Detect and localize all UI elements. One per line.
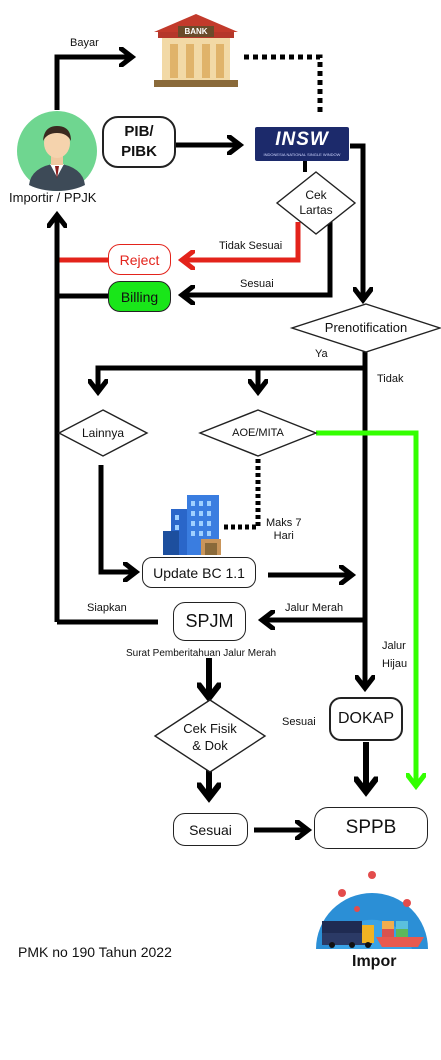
- cek-fisik-text: Cek Fisik & Dok: [183, 721, 237, 753]
- billing-text: Billing: [120, 288, 159, 305]
- jalur-hijau-label: Jalur Hijau: [382, 640, 408, 670]
- sppb-text: SPPB: [345, 817, 397, 838]
- maks-label: Maks 7 Hari: [266, 517, 302, 542]
- bank-insw-dotted: [244, 54, 323, 112]
- tidak-label: Tidak: [377, 373, 404, 385]
- billing-box: Billing: [108, 281, 171, 312]
- ya-branch: [98, 351, 368, 392]
- ya-label: Ya: [315, 348, 328, 360]
- update-bc-text: Update BC 1.1: [153, 564, 245, 581]
- cek-lartas-diamond: [275, 171, 357, 235]
- dokap-box: DOKAP: [329, 697, 403, 741]
- reject-box: Reject: [108, 244, 171, 275]
- aoe-mita-diamond: [198, 409, 318, 457]
- impor-illustration: [316, 871, 428, 949]
- lainnya-text: Lainnya: [81, 426, 125, 440]
- insw-logo-text: INSW: [275, 129, 329, 150]
- cek-fisik-diamond: [153, 699, 267, 773]
- sesuai-text: Sesuai: [189, 821, 232, 838]
- prenotification-text: Prenotification: [324, 320, 408, 335]
- impor-label: Impor: [352, 953, 397, 970]
- arrow-update-bc: [98, 465, 136, 572]
- cek-lartas-text: Cek Lartas: [299, 188, 333, 217]
- update-bc-box: Update BC 1.1: [142, 557, 256, 588]
- sppb-box: SPPB: [314, 807, 428, 849]
- aoe-mita-text: AOE/MITA: [232, 427, 284, 439]
- reject-text: Reject: [119, 251, 160, 268]
- importir-label: Importir / PPJK: [9, 190, 97, 205]
- sesuai-billing-label: Sesuai: [240, 278, 274, 290]
- surat-label: Surat Pemberitahuan Jalur Merah: [126, 648, 277, 659]
- dokap-text: DOKAP: [337, 710, 394, 727]
- sesuai-dokap-label: Sesuai: [282, 716, 316, 728]
- bayar-label: Bayar: [70, 37, 99, 49]
- arrow-prenotification: [350, 143, 363, 300]
- green-path: [316, 430, 416, 786]
- arrow-billing: [182, 222, 333, 295]
- bank-label: BANK: [184, 27, 208, 36]
- bank-icon: BANK: [150, 12, 242, 88]
- lainnya-diamond: [57, 409, 149, 457]
- importir-avatar: [17, 111, 97, 191]
- insw-logo: INSW INDONESIA NATIONAL SINGLE WINDOW: [255, 127, 349, 161]
- spjm-box: SPJM: [173, 602, 246, 641]
- regulation-label: PMK no 190 Tahun 2022: [18, 944, 172, 960]
- pib-pibk-box: PIB/ PIBK: [102, 116, 176, 168]
- tidak-sesuai-label: Tidak Sesuai: [219, 240, 283, 252]
- arrow-to-bank: [54, 57, 132, 110]
- siapkan-label: Siapkan: [87, 602, 127, 614]
- aoe-building-dotted: [224, 452, 261, 530]
- prenotification-diamond: [289, 303, 441, 353]
- insw-caption: INDONESIA NATIONAL SINGLE WINDOW: [263, 152, 341, 157]
- pib-pibk-text: PIB/ PIBK: [121, 123, 157, 160]
- arrow-reject: [182, 222, 301, 260]
- jalur-merah-label: Jalur Merah: [285, 602, 344, 614]
- office-building-icon: [163, 495, 221, 555]
- spjm-text: SPJM: [185, 611, 234, 631]
- sesuai-box: Sesuai: [173, 813, 248, 846]
